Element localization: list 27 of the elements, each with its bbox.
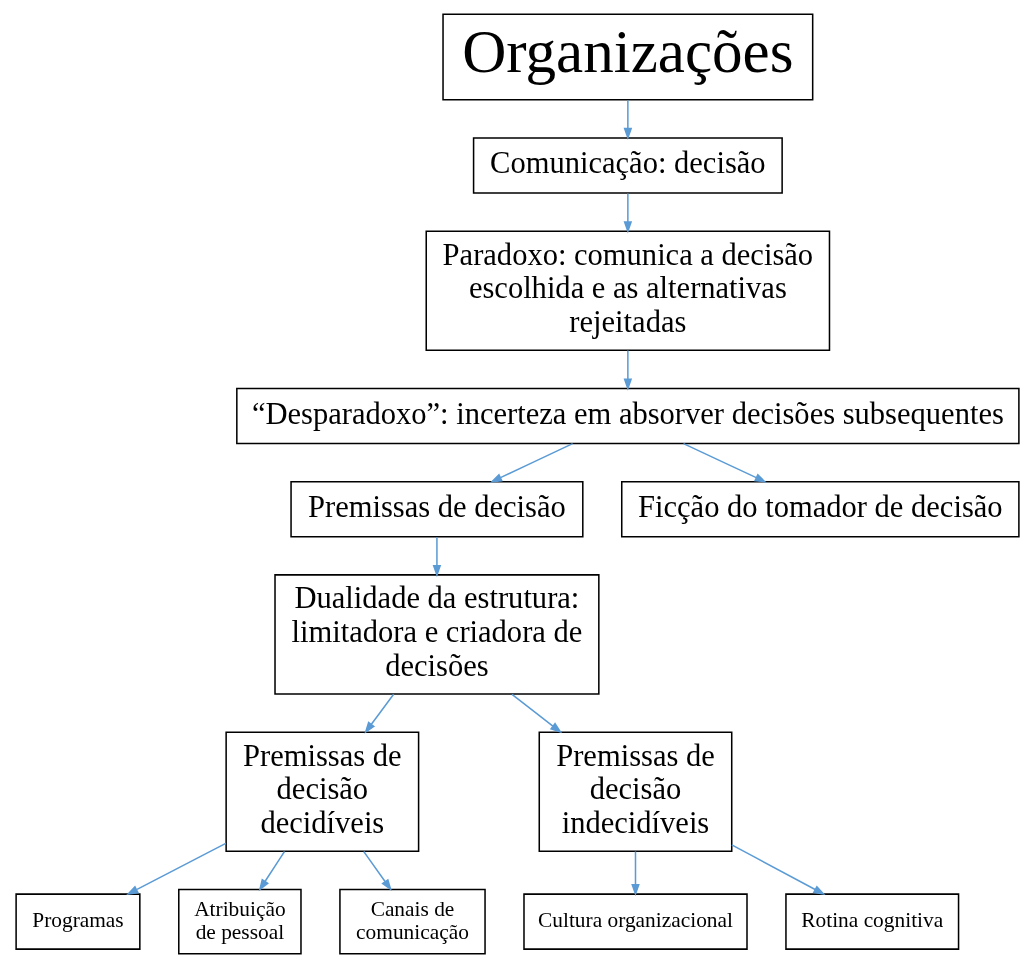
- arrow: [623, 192, 633, 234]
- node-box: Ficção do tomador de decisão: [621, 480, 1020, 538]
- node-box: Cultura organizacional: [523, 893, 748, 950]
- node-box: Paradoxo: comunica a decisão escolhida e as alternativas rejeitadas: [425, 230, 831, 352]
- node-box: Dualidade da estrutura: limitadora e criadora de decisões: [274, 574, 600, 695]
- arrow: [432, 536, 442, 578]
- arrow: [623, 349, 633, 391]
- node-box: Premissas de decisão indecidíveis: [538, 731, 733, 853]
- arrow: [126, 842, 227, 896]
- node-box: Premissas de decisão decidíveis: [225, 731, 420, 853]
- node-box: Rotina cognitiva: [785, 893, 960, 950]
- node-box: Atribuição de pessoal: [178, 888, 302, 955]
- arrow: [489, 442, 574, 483]
- arrow: [682, 442, 767, 483]
- arrow: [623, 99, 633, 141]
- arrow: [631, 850, 640, 897]
- node-box: Programas: [15, 893, 141, 950]
- node-box: Comunicação: decisão: [472, 137, 783, 194]
- node-box: Premissas de decisão: [290, 480, 584, 538]
- arrow: [364, 693, 395, 734]
- arrow: [511, 693, 563, 734]
- node-box: “Desparadoxo”: incerteza em absorver decisões subsequentes: [236, 387, 1020, 445]
- node-box: Canais de comunicação: [339, 888, 486, 955]
- arrow: [362, 850, 392, 892]
- arrow: [731, 844, 826, 896]
- node-box: Organizações: [442, 13, 814, 101]
- arrow: [258, 850, 286, 892]
